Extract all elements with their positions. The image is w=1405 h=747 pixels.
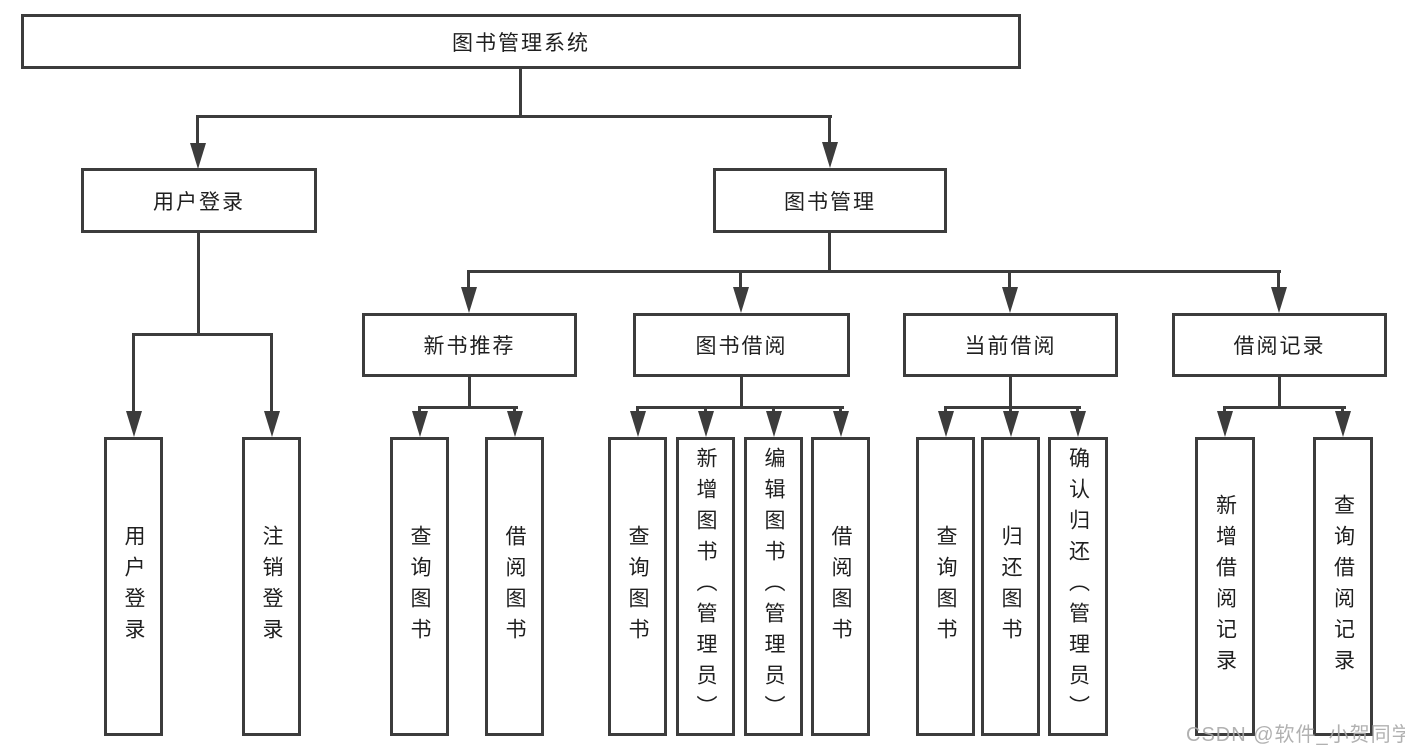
arrow-down-icon [938,411,954,437]
leaf-query-books-2-label: 查询图书 [626,524,649,649]
arrow-down-icon [1335,411,1351,437]
node-borrow-records-label: 借阅记录 [1233,335,1326,358]
arrow-down-icon [461,287,477,313]
leaf-confirm-return-admin-label: 确认归还（管理员） [1066,447,1090,726]
node-book-borrow: 图书借阅 [633,313,850,377]
connector-line [1009,377,1012,409]
connector-line [197,233,200,336]
connector-line [739,270,742,292]
leaf-add-book-admin-label: 新增图书（管理员） [694,447,717,726]
csdn-watermark: CSDN @软件_小贺同学 [1186,724,1405,746]
connector-line [467,270,1281,273]
arrow-down-icon [822,142,838,168]
leaf-query-borrow-record-label: 查询借阅记录 [1331,493,1355,680]
arrow-down-icon [412,411,428,437]
arrow-down-icon [126,411,142,437]
leaf-user-login-label: 用户登录 [122,524,145,649]
leaf-query-books-3-label: 查询图书 [934,524,957,649]
leaf-query-books-1-label: 查询图书 [408,524,431,649]
node-user-login-label: 用户登录 [153,190,245,214]
leaf-logout: 注销登录 [242,437,301,736]
connector-line [468,377,471,409]
connector-line [1277,270,1280,292]
arrow-down-icon [1271,287,1287,313]
connector-line [740,377,743,409]
leaf-return-book: 归还图书 [981,437,1040,736]
leaf-query-books-3: 查询图书 [916,437,975,736]
leaf-query-books-1: 查询图书 [390,437,449,736]
leaf-return-book-label: 归还图书 [999,524,1022,649]
arrow-down-icon [833,411,849,437]
arrow-down-icon [1003,411,1019,437]
arrow-down-icon [766,411,782,437]
leaf-edit-book-admin: 编辑图书（管理员） [744,437,803,736]
arrow-down-icon [630,411,646,437]
connector-line [418,406,518,409]
connector-line [196,115,832,118]
node-root: 图书管理系统 [21,14,1021,69]
connector-line [636,406,844,409]
node-user-login: 用户登录 [81,168,317,233]
connector-line [132,333,135,415]
node-book-management: 图书管理 [713,168,947,233]
arrow-down-icon [733,287,749,313]
leaf-add-borrow-record: 新增借阅记录 [1195,437,1255,736]
leaf-borrow-books-1-label: 借阅图书 [503,524,526,649]
connector-line [467,270,470,292]
arrow-down-icon [698,411,714,437]
connector-line [1278,377,1281,409]
connector-line [1223,406,1346,409]
leaf-logout-label: 注销登录 [260,524,283,649]
connector-line [196,115,199,149]
node-root-label: 图书管理系统 [452,31,590,55]
connector-line [270,333,273,415]
leaf-user-login: 用户登录 [104,437,163,736]
node-book-management-label: 图书管理 [784,190,876,214]
node-current-borrow-label: 当前借阅 [964,335,1057,358]
leaf-borrow-books-2-label: 借阅图书 [829,524,852,649]
connector-line [828,115,831,149]
node-borrow-records: 借阅记录 [1172,313,1387,377]
connector-line [828,233,831,273]
connector-line [944,406,1081,409]
leaf-borrow-books-1: 借阅图书 [485,437,544,736]
arrow-down-icon [190,143,206,169]
connector-line [132,333,273,336]
connector-line [519,69,522,117]
leaf-edit-book-admin-label: 编辑图书（管理员） [762,447,785,726]
leaf-query-borrow-record: 查询借阅记录 [1313,437,1373,736]
node-new-book-recommend: 新书推荐 [362,313,577,377]
arrow-down-icon [264,411,280,437]
leaf-confirm-return-admin: 确认归还（管理员） [1048,437,1108,736]
leaf-add-borrow-record-label: 新增借阅记录 [1213,493,1237,680]
arrow-down-icon [507,411,523,437]
node-current-borrow: 当前借阅 [903,313,1118,377]
leaf-add-book-admin: 新增图书（管理员） [676,437,735,736]
arrow-down-icon [1002,287,1018,313]
connector-line [1008,270,1011,292]
node-new-book-recommend-label: 新书推荐 [423,335,516,358]
leaf-borrow-books-2: 借阅图书 [811,437,870,736]
arrow-down-icon [1217,411,1233,437]
leaf-query-books-2: 查询图书 [608,437,667,736]
arrow-down-icon [1070,411,1086,437]
node-book-borrow-label: 图书借阅 [695,335,788,358]
